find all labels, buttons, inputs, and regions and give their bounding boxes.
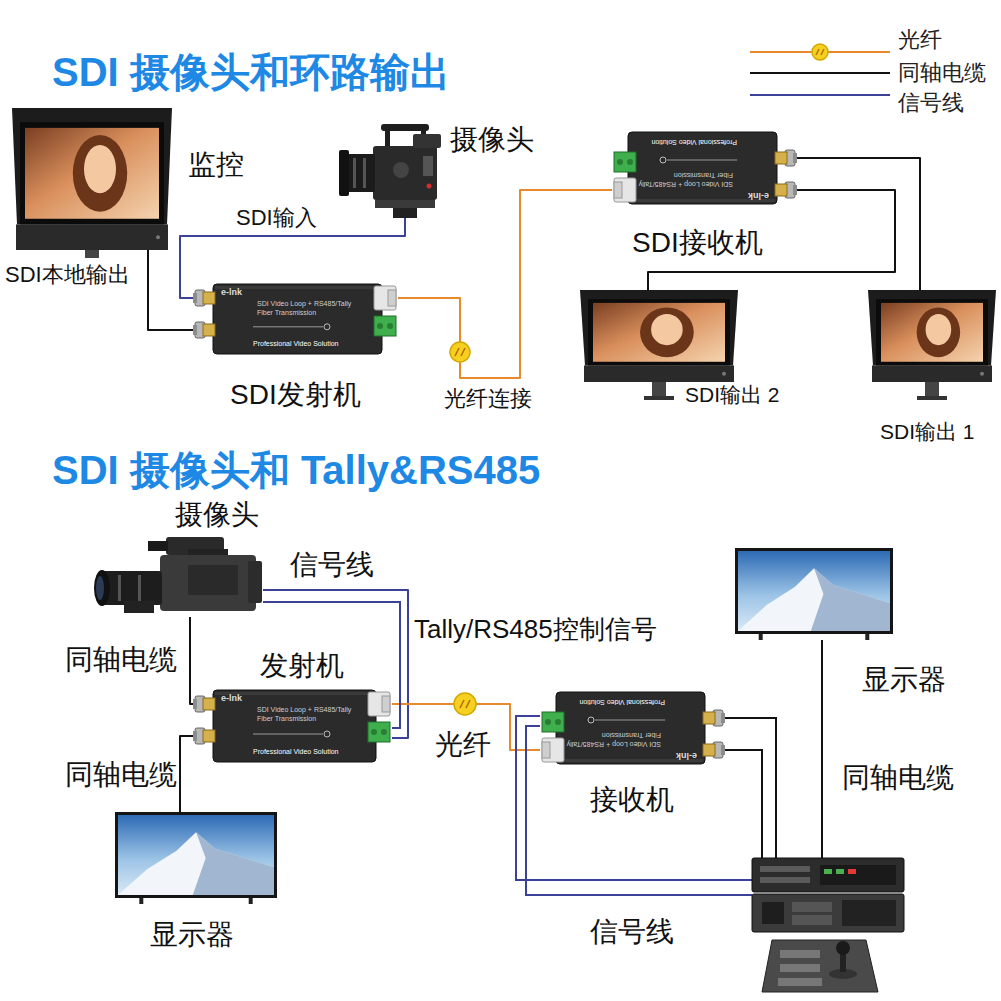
model-text: Fiber Transmission (257, 309, 316, 317)
monitor-illustration (12, 108, 172, 250)
legend-text: 同轴电缆 (898, 60, 986, 86)
device-caption: SDI输出 2 (685, 382, 780, 407)
monitor: SDI输出 1 (868, 290, 996, 382)
cable-label: 光纤连接 (444, 386, 532, 412)
camera: 摄像头 (88, 535, 263, 617)
cable-label: SDI本地输出 (5, 262, 130, 288)
device-caption: SDI接收机 (632, 226, 763, 260)
device-caption: SDI发射机 (230, 378, 361, 412)
brand-logo: e-lnk (676, 750, 697, 761)
slogan-text: Professional Video Solution (580, 698, 665, 706)
camera: 摄像头 (335, 110, 443, 218)
slogan-text: Professional Video Solution (253, 340, 338, 348)
sdi-receiver: SDI接收机e-lnkSDI Video Loop + RS485/TallyF… (612, 128, 797, 208)
device-caption: 摄像头 (450, 123, 534, 157)
cable-label: SDI输入 (236, 205, 317, 231)
device-caption: 摄像头 (175, 498, 259, 532)
device-caption: 发射机 (260, 649, 344, 683)
model-text: Fiber Transmission (602, 731, 661, 739)
model-text: SDI Video Loop + RS485/Tally (567, 740, 661, 748)
brand-logo: e-lnk (221, 287, 242, 298)
section-heading: SDI 摄像头和 Tally&RS485 (52, 446, 540, 494)
model-text: Fiber Transmission (674, 171, 733, 179)
device-caption: 显示器 (150, 918, 234, 952)
sdi-transmitter: SDI发射机e-lnkSDI Video Loop + RS485/TallyF… (193, 280, 398, 358)
display: 显示器 (115, 812, 277, 904)
display-illustration (115, 812, 277, 904)
device-caption: 监控 (188, 148, 244, 182)
model-text: SDI Video Loop + RS485/Tally (257, 300, 351, 308)
slogan-text: Professional Video Solution (652, 138, 737, 146)
cable-label: 信号线 (290, 548, 374, 582)
cable-line (190, 617, 193, 704)
brand-logo: e-lnk (221, 693, 242, 704)
brand-logo: e-lnk (748, 190, 769, 201)
camera-illustration (88, 535, 263, 617)
monitor-illustration (868, 290, 996, 382)
legend-text: 光纤 (898, 27, 942, 53)
model-text: SDI Video Loop + RS485/Tally (257, 706, 351, 714)
device-caption: SDI输出 1 (880, 419, 975, 444)
coax-wire (725, 640, 822, 858)
monitor: SDI输出 2 (580, 290, 738, 382)
cable-label: 同轴电缆 (65, 758, 177, 792)
cable-line (180, 736, 193, 812)
section-heading: SDI 摄像头和环路输出 (52, 48, 450, 96)
model-text: Fiber Transmission (257, 715, 316, 723)
cable-label: 信号线 (590, 915, 674, 949)
sdi-transmitter: 发射机e-lnkSDI Video Loop + RS485/TallyFibe… (193, 686, 392, 766)
cable-label: 同轴电缆 (842, 761, 954, 795)
model-text: SDI Video Loop + RS485/Tally (639, 180, 733, 188)
legend-text: 信号线 (898, 90, 964, 116)
cable-line (797, 158, 920, 290)
camera-illustration (335, 110, 443, 218)
monitor-illustration (580, 290, 738, 382)
display: 显示器 (735, 548, 893, 640)
signal-label: Tally/RS485控制信号 (414, 614, 657, 645)
display-illustration (735, 548, 893, 640)
cable-label: 同轴电缆 (65, 643, 177, 677)
cable-label: 光纤 (435, 728, 491, 762)
slogan-text: Professional Video Solution (253, 748, 338, 756)
device-caption: 接收机 (590, 783, 674, 817)
sdi-receiver: 接收机e-lnkSDI Video Loop + RS485/TallyFibe… (540, 688, 725, 768)
monitor: 监控 (12, 108, 172, 250)
device-caption: 显示器 (862, 663, 946, 697)
cable-line (398, 190, 612, 378)
cable-line (148, 250, 193, 330)
video-switcher-rack (752, 858, 904, 992)
